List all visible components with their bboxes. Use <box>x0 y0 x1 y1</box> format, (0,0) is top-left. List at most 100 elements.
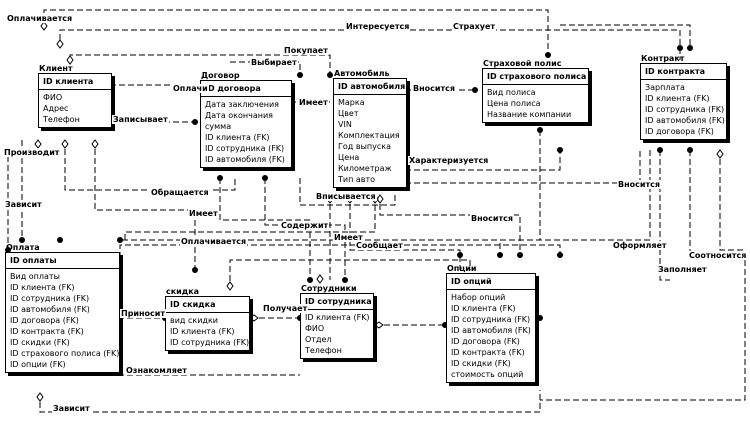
entity-kontrakt[interactable]: Контракт ID контракта Зарплата ID клиент… <box>640 54 727 140</box>
rel-end-diamond <box>716 149 724 159</box>
entity-employees[interactable]: Сотрудники ID сотрудника ID клиента (FK)… <box>300 284 374 359</box>
entity-title: Оплата <box>6 243 40 252</box>
rel-label-soobschaet: Сообщает <box>355 241 404 250</box>
primary-key: ID скидка <box>166 297 249 313</box>
attribute: ID опции (FK) <box>10 360 66 369</box>
rel-line-payment-right <box>119 244 561 258</box>
entity-title: Сотрудники <box>301 284 357 293</box>
rel-line-discount-options <box>229 259 471 290</box>
rel-end-diamond <box>34 139 42 149</box>
rel-end-dot <box>117 237 123 243</box>
attribute: Год выпуска <box>338 142 391 151</box>
rel-label-interesuetsya: Интересуется <box>345 22 411 31</box>
attribute-list: Вид оплаты ID клиента (FK) ID сотрудника… <box>6 269 119 372</box>
rel-end-dot <box>537 315 543 321</box>
rel-end-dot <box>307 277 313 283</box>
primary-key: ID контракта <box>641 64 726 80</box>
rel-end-dot <box>217 175 223 181</box>
attribute: ID клиента (FK) <box>305 313 370 322</box>
entity-discount[interactable]: скидка ID скидка вид скидки ID клиента (… <box>165 287 250 351</box>
rel-label-oplachivaetsya-mid: Оплачивается <box>180 237 248 246</box>
attribute: ID контракта (FK) <box>10 327 84 336</box>
entity-car[interactable]: Автомобиль ID автомобиля Марка Цвет VIN … <box>333 69 407 188</box>
attribute: Набор опций <box>451 293 506 302</box>
rel-end-dot <box>19 237 25 243</box>
attribute: ID автомобиля (FK) <box>645 116 725 125</box>
rel-end-dot <box>657 147 663 153</box>
rel-label-oformlyaet: Оформляет <box>612 241 668 250</box>
entity-title: Клиент <box>39 64 73 73</box>
attribute: Цена <box>338 153 360 162</box>
attribute: ID сотрудника (FK) <box>10 294 90 303</box>
primary-key: ID договора <box>201 81 291 97</box>
rel-end-dot <box>687 45 693 51</box>
rel-line-strahovaet <box>560 24 691 48</box>
rel-end-diamond <box>249 314 259 322</box>
rel-label-prinosit: Приносит <box>120 309 167 318</box>
rel-label-vpisyvaetsya: Вписывается <box>315 192 377 201</box>
attribute: ФИО <box>43 93 63 102</box>
rel-end-diamond <box>226 281 234 291</box>
entity-title: Опции <box>447 264 477 273</box>
rel-label-imeet-emp: Имеет <box>333 233 364 242</box>
rel-end-dot <box>5 247 11 253</box>
attribute-list: Дата заключения Дата окончания сумма ID … <box>201 97 291 167</box>
attribute: Вид полиса <box>487 88 536 97</box>
rel-label-soderzhit: Содержит <box>280 221 330 230</box>
attribute: Адрес <box>43 104 69 113</box>
rel-end-diamond <box>40 21 48 31</box>
attribute: ID сотрудника (FK) <box>170 338 250 347</box>
rel-end-diamond <box>316 274 324 284</box>
rel-end-dot <box>262 175 268 181</box>
attribute: ID скидки (FK) <box>451 359 511 368</box>
rel-end-dot <box>57 237 63 243</box>
rel-label-sootnositsya: Соотносится <box>688 251 748 260</box>
entity-title: Страховой полис <box>483 59 562 68</box>
entity-title: Договор <box>201 71 240 80</box>
attribute-list: Зарплата ID клиента (FK) ID сотрудника (… <box>641 80 726 139</box>
attribute: ID контракта (FK) <box>451 348 525 357</box>
attribute-list: Марка Цвет VIN Комплектация Год выпуска … <box>334 95 406 187</box>
entity-options[interactable]: Опции ID опций Набор опций ID клиента (F… <box>446 264 536 383</box>
attribute: вид скидки <box>170 316 218 325</box>
attribute: ID клиента (FK) <box>170 327 235 336</box>
attribute: сумма <box>205 122 232 131</box>
attribute: ID клиента (FK) <box>205 133 270 142</box>
rel-label-oplach-short: Оплачи <box>172 84 209 93</box>
rel-end-diamond <box>56 39 64 49</box>
attribute: ID договора (FK) <box>10 316 79 325</box>
attribute: ID сотрудника (FK) <box>645 105 725 114</box>
entity-insurance-policy[interactable]: Страховой полис ID страхового полиса Вид… <box>482 59 589 123</box>
rel-label-imeet-mid: Имеет <box>188 209 219 218</box>
attribute: Тип авто <box>338 175 376 184</box>
rel-label-harakterizuetsya: Характеризуется <box>408 156 490 165</box>
rel-end-dot <box>497 252 503 258</box>
rel-end-dot <box>557 252 563 258</box>
rel-label-strahovaet: Страхует <box>452 22 497 31</box>
attribute: ID сотрудника (FK) <box>451 315 531 324</box>
attribute-list: ФИО Адрес Телефон <box>39 90 111 127</box>
rel-end-dot <box>327 72 333 78</box>
rel-end-dot <box>517 252 523 258</box>
rel-end-dot <box>192 267 198 273</box>
rel-label-vybiraet: Выбирает <box>250 58 298 67</box>
rel-label-proizvodit: Производит <box>3 148 61 157</box>
entity-contract[interactable]: Договор ID договора Дата заключения Дата… <box>200 71 292 168</box>
rel-label-imeet-car: Имеет <box>298 98 329 107</box>
attribute: VIN <box>338 120 352 129</box>
rel-label-zavisit-left: Зависит <box>4 200 43 209</box>
rel-line-zavisit-bottom <box>39 390 541 413</box>
attribute: Километраж <box>338 164 392 173</box>
rel-label-zapisyvaet: Записывает <box>112 115 169 124</box>
rel-end-dot <box>342 277 348 283</box>
rel-label-vnositsya-right: Вносится <box>617 180 661 189</box>
entity-title: Автомобиль <box>334 69 390 78</box>
rel-end-dot <box>457 252 463 258</box>
rel-end-diamond <box>91 139 99 149</box>
attribute: Вид оплаты <box>10 272 60 281</box>
entity-payment[interactable]: Оплата ID оплаты Вид оплаты ID клиента (… <box>5 243 120 373</box>
entity-client[interactable]: Клиент ID клиента ФИО Адрес Телефон <box>38 64 112 128</box>
rel-end-dot <box>687 147 693 153</box>
attribute: ID сотрудника (FK) <box>205 144 285 153</box>
attribute: ID клиента (FK) <box>451 304 516 313</box>
